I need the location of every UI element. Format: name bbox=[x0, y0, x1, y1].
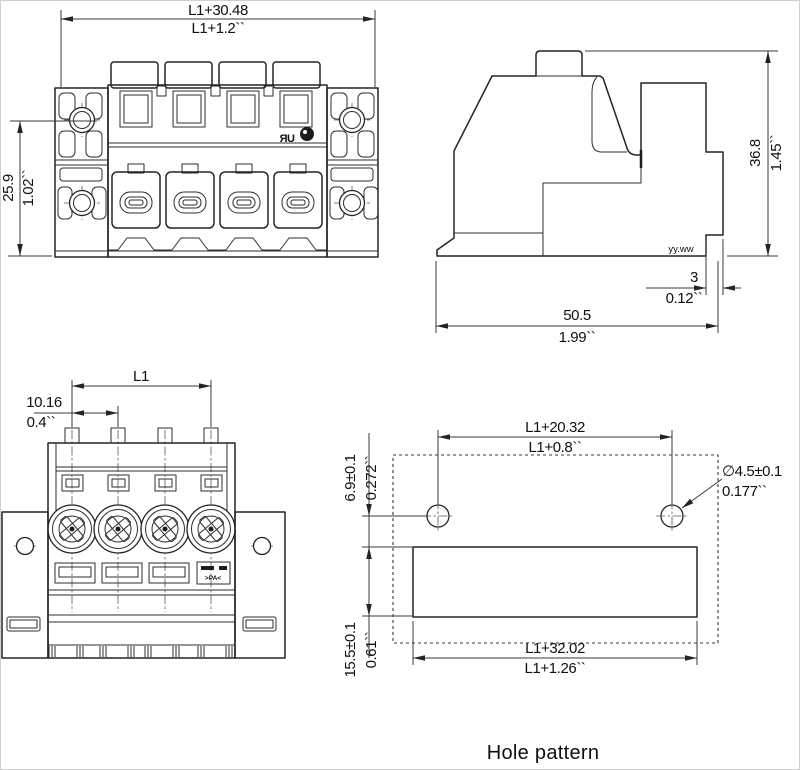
side-view-interior-lines bbox=[454, 75, 643, 256]
ul-recognized-mark: ЯU bbox=[280, 133, 295, 145]
dim-front-width-mm: L1+30.48 bbox=[188, 2, 248, 19]
top-view: >PA< L1 10.16 0.4`` bbox=[1, 368, 286, 659]
front-view: ЯU L1+30.48 L1+1.2`` 25.9 1.02`` bbox=[0, 2, 379, 258]
front-view-zigzag-edge bbox=[108, 237, 327, 251]
dim-top-length-mm: L1 bbox=[133, 368, 149, 385]
dim-front-width-in: L1+1.2`` bbox=[191, 20, 244, 37]
dim-hole-dia-in: 0.177`` bbox=[722, 483, 767, 500]
dim-side-depth-mm: 50.5 bbox=[563, 307, 591, 324]
top-view-lower-section: >PA< bbox=[48, 561, 235, 657]
front-view-dimensions: L1+30.48 L1+1.2`` 25.9 1.02`` bbox=[0, 2, 376, 257]
hole-pattern-body-rect bbox=[412, 546, 698, 618]
drawing-caption: Hole pattern bbox=[487, 742, 600, 764]
front-right-flange-details bbox=[329, 92, 379, 220]
hole-pattern-view: L1+20.32 L1+0.8`` 6.9±0.1 0.272`` 15.5±0… bbox=[342, 419, 782, 678]
material-label-box bbox=[196, 561, 231, 585]
front-view-plug-contacts bbox=[111, 163, 323, 229]
front-view-left-flange bbox=[54, 87, 109, 258]
side-view-outline bbox=[436, 50, 724, 257]
dim-top-pitch-in: 0.4`` bbox=[27, 414, 56, 431]
dim-hole-offset-mm: 6.9±0.1 bbox=[342, 454, 359, 501]
hole-pattern-device-outline bbox=[392, 454, 719, 644]
material-marking: >PA< bbox=[205, 575, 221, 582]
dim-side-step-in: 0.12`` bbox=[666, 290, 703, 307]
dim-body-height-mm: 15.5±0.1 bbox=[342, 622, 359, 677]
screw-icon bbox=[186, 504, 236, 554]
dim-front-height-mm: 25.9 bbox=[0, 174, 17, 202]
top-view-pin-tabs bbox=[64, 427, 219, 444]
mounting-hole-right bbox=[656, 500, 688, 532]
dim-side-step-mm: 3 bbox=[690, 269, 698, 286]
dim-side-height-in: 1.45`` bbox=[768, 135, 785, 172]
dim-body-height-in: 0.61`` bbox=[363, 632, 380, 669]
front-view-centerlines bbox=[64, 103, 370, 220]
top-view-left-ear bbox=[1, 511, 49, 659]
front-view-wire-windows bbox=[119, 85, 313, 128]
dim-top-pitch-mm: 10.16 bbox=[26, 394, 62, 411]
dim-hole-dia-mm: ∅4.5±0.1 bbox=[722, 463, 782, 480]
csa-mark-icon bbox=[300, 127, 314, 141]
dim-total-width-mm: L1+32.02 bbox=[525, 640, 585, 657]
dim-hole-span-mm: L1+20.32 bbox=[525, 419, 585, 436]
dim-total-width-in: L1+1.26`` bbox=[524, 660, 585, 677]
dim-hole-offset-in: 0.272`` bbox=[363, 456, 380, 501]
dim-front-height-in: 1.02`` bbox=[20, 170, 37, 207]
screw-icon bbox=[93, 504, 143, 554]
hole-pattern-dimensions: L1+20.32 L1+0.8`` 6.9±0.1 0.272`` 15.5±0… bbox=[342, 419, 782, 678]
front-view-body bbox=[107, 84, 328, 258]
dim-side-height-mm: 36.8 bbox=[747, 139, 764, 167]
dim-hole-span-in: L1+0.8`` bbox=[528, 439, 581, 456]
vent-slots bbox=[48, 646, 233, 657]
screw-icon bbox=[140, 504, 190, 554]
front-view-right-flange bbox=[326, 87, 379, 258]
date-code-marking: yy.ww bbox=[668, 244, 693, 255]
dim-side-depth-in: 1.99`` bbox=[559, 329, 596, 346]
front-view-top-bumps bbox=[110, 61, 321, 89]
top-view-dimensions: L1 10.16 0.4`` bbox=[26, 368, 212, 431]
top-view-right-ear bbox=[234, 511, 286, 659]
front-left-flange-details bbox=[57, 92, 107, 220]
top-view-clamp-screws bbox=[47, 504, 236, 554]
side-view: yy.ww 36.8 1.45`` 3 0.12`` 50.5 1.99`` bbox=[435, 50, 785, 346]
csa-mark-highlight bbox=[303, 130, 307, 134]
side-view-dimensions: 36.8 1.45`` 3 0.12`` 50.5 1.99`` bbox=[435, 50, 785, 346]
screw-icon bbox=[47, 504, 97, 554]
